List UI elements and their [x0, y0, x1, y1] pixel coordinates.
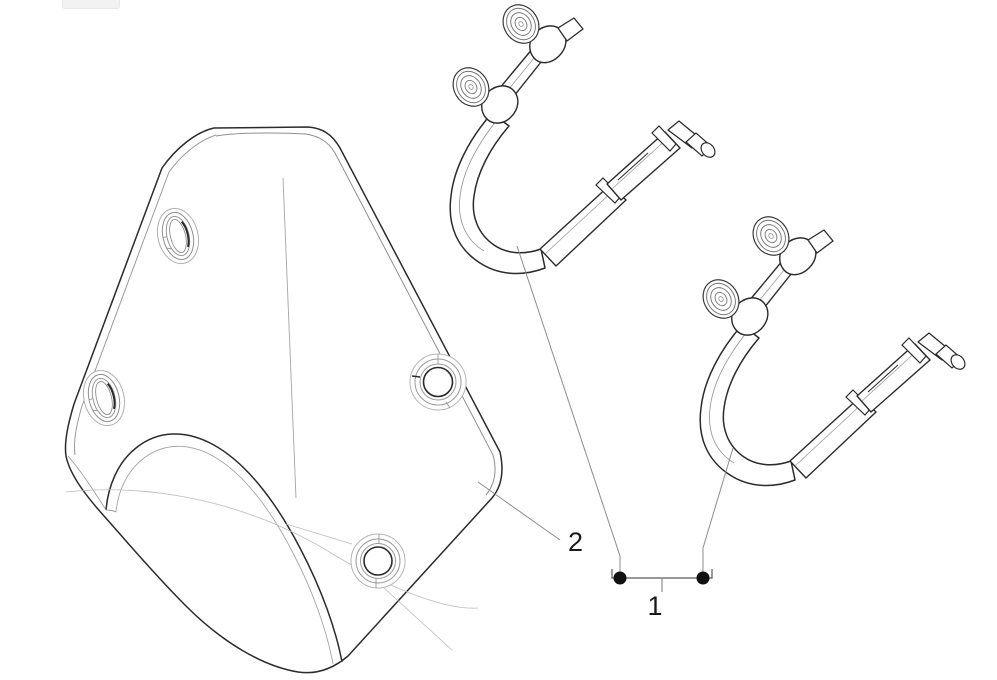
bracket-lower-rod-slot	[867, 364, 899, 393]
mount-hole-lower-right	[350, 533, 406, 589]
bracket-lower-band-2	[901, 337, 927, 364]
callout-1-target-dot-left	[613, 571, 627, 585]
bracket-upper-tube-inner-line	[458, 119, 498, 252]
bracket-lower-clamp-tab-top	[807, 229, 834, 254]
windshield-screen	[64, 126, 503, 674]
bracket-lower-clamp-hub-top	[779, 237, 817, 276]
windshield-cutout-inner-line	[115, 445, 334, 665]
bracket-upper-clamp-hub-bottom	[481, 85, 519, 124]
mounting-bracket-lower	[695, 209, 966, 487]
windshield-lower-cutout	[105, 433, 343, 663]
bracket-upper-sleeve-outer	[539, 184, 627, 267]
callout-1-label: 1	[647, 591, 662, 621]
mount-hole-upper-right	[409, 353, 467, 411]
bracket-upper-clamp-hub-top	[529, 25, 567, 64]
bracket-upper-end-tip	[700, 142, 716, 158]
mount-hole-lower-left	[82, 369, 126, 427]
bracket-lower-sleeve-outer	[789, 396, 877, 479]
windshield-cutout-nose	[67, 455, 117, 513]
bracket-upper-curved-tube	[449, 112, 546, 275]
bracket-upper-rod-inner-line	[611, 136, 670, 190]
bracket-upper-rod-inner	[606, 131, 681, 201]
windshield-hole-reference-line	[285, 523, 353, 545]
bracket-upper-clamp-tab-top	[557, 17, 584, 42]
windshield-crease-line	[282, 177, 297, 499]
windshield-top-rim	[215, 132, 496, 496]
callout-2-leader-line	[477, 481, 561, 541]
mounting-bracket-upper	[445, 0, 716, 275]
bracket-lower-end-tip	[950, 354, 966, 370]
bracket-lower-rod-inner	[856, 343, 931, 413]
bracket-lower-rod-inner-line	[861, 348, 920, 402]
mount-hole-upper-left	[156, 207, 200, 265]
callout-1-target-dot-right	[696, 571, 710, 585]
callout-1-leader-line-left	[516, 245, 621, 578]
header-chip	[62, 0, 120, 9]
callout-1[interactable]: 1	[516, 245, 734, 621]
windshield-hole-reference-line-2	[383, 587, 453, 651]
callout-2-label: 2	[568, 527, 583, 557]
callout-2[interactable]: 2	[477, 481, 583, 557]
bracket-upper-band-2	[651, 125, 677, 152]
bracket-lower-clamp-hub-bottom	[731, 297, 769, 336]
windshield-edge-highlight	[73, 134, 217, 456]
bracket-upper-sleeve-outer-line	[544, 189, 615, 255]
bracket-lower-tube-inner-line	[708, 331, 748, 464]
callout-1-leader-line-right	[702, 447, 734, 578]
bracket-lower-sleeve-outer-line	[794, 401, 865, 467]
bracket-upper-rod-slot	[617, 152, 649, 181]
bracket-lower-curved-tube	[699, 324, 796, 487]
bracket-upper-telescoping-rod	[539, 120, 716, 267]
bracket-lower-telescoping-rod	[789, 332, 966, 479]
windshield-construction-sweep	[65, 489, 479, 609]
